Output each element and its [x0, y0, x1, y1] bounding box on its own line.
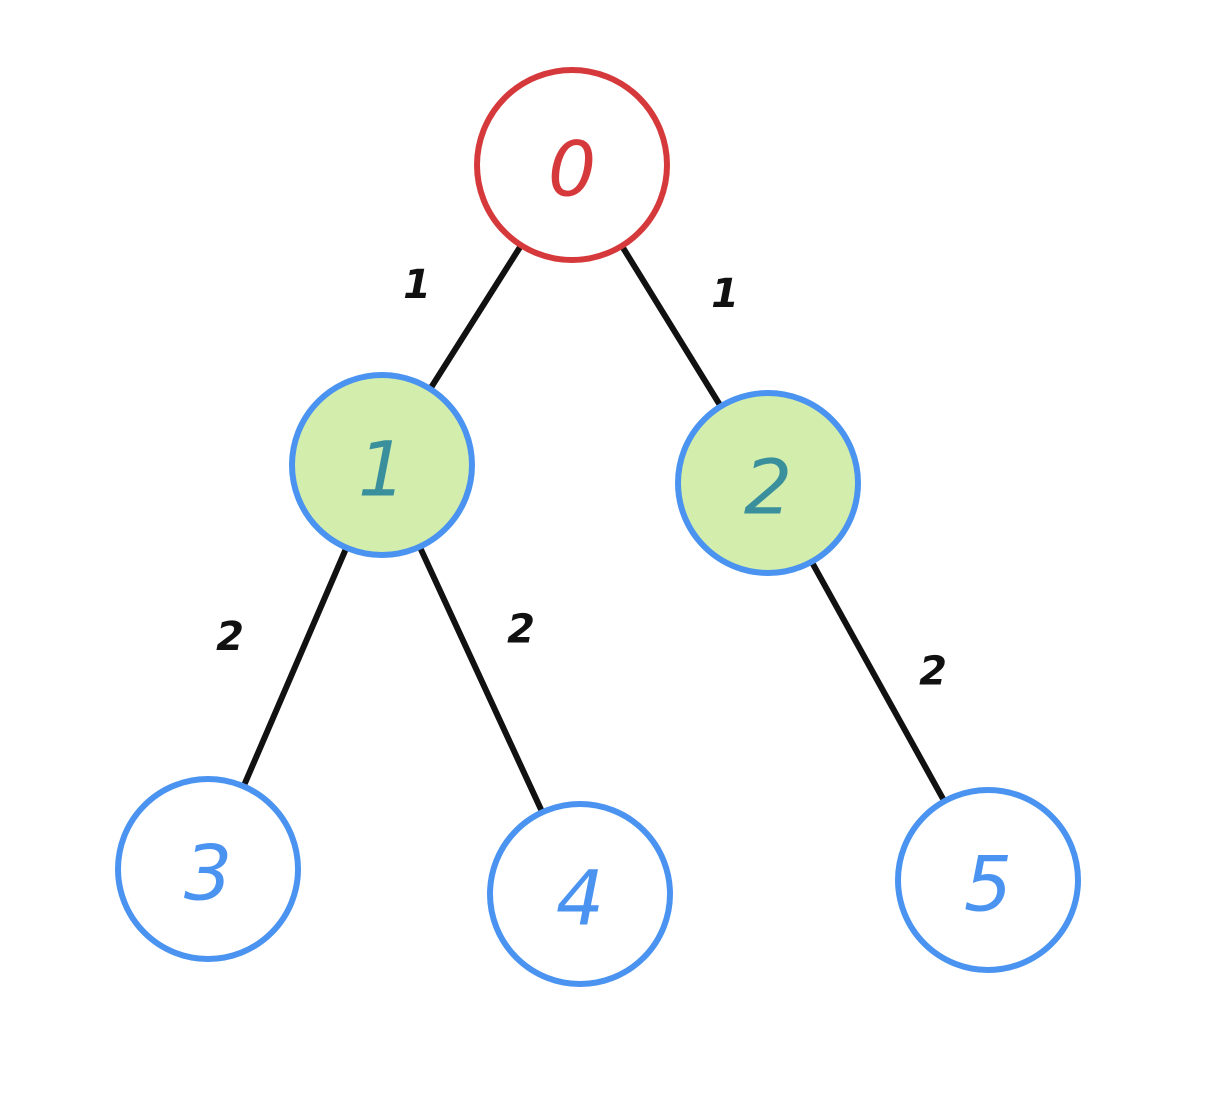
edge-weight-n2-n5: 2 — [919, 649, 947, 695]
node-circle-0 — [474, 67, 670, 263]
edge-n0-n1 — [427, 242, 525, 392]
edge-n1-n3 — [240, 544, 350, 790]
edge-n0-n2 — [618, 242, 724, 410]
node-label-4: 4 — [556, 854, 604, 943]
node-0: 0 — [474, 67, 670, 263]
node-circle-4 — [487, 801, 673, 987]
edge-n2-n5 — [808, 558, 948, 805]
edge-weight-n0-n1: 1 — [403, 262, 431, 308]
node-circle-3 — [115, 776, 301, 962]
node-label-3: 3 — [184, 829, 232, 918]
edge-weights-layer: 1 1 2 2 2 — [216, 262, 947, 695]
edge-n1-n4 — [416, 543, 546, 816]
node-circle-2 — [675, 390, 861, 576]
node-2: 2 — [675, 390, 861, 576]
node-circle-5 — [895, 787, 1081, 973]
node-5: 5 — [895, 787, 1081, 973]
node-label-2: 2 — [744, 443, 792, 532]
edge-weight-n0-n2: 1 — [711, 271, 739, 317]
edge-weight-n1-n3: 2 — [216, 614, 244, 660]
node-label-0: 0 — [548, 125, 596, 214]
edges-layer — [240, 242, 948, 816]
edge-weight-n1-n4: 2 — [507, 607, 535, 653]
nodes-layer: 0 1 2 3 4 5 — [115, 67, 1081, 987]
node-label-1: 1 — [358, 425, 406, 514]
node-1: 1 — [289, 372, 475, 558]
node-circle-1 — [289, 372, 475, 558]
node-4: 4 — [487, 801, 673, 987]
node-label-5: 5 — [964, 840, 1012, 929]
node-3: 3 — [115, 776, 301, 962]
